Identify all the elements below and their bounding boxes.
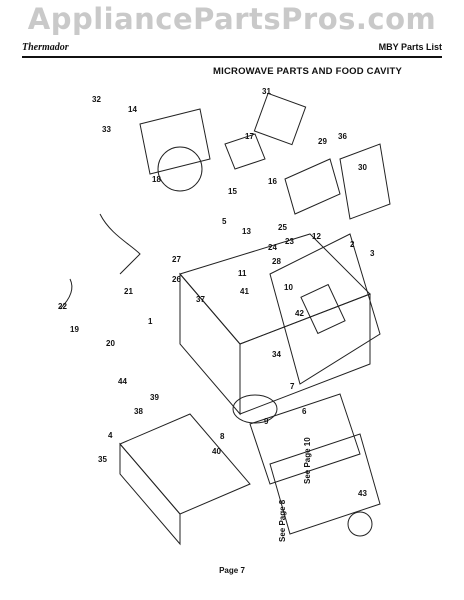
callout-8: 8 [220,432,225,441]
door-frame [249,393,361,485]
callout-38: 38 [134,407,143,416]
callout-41: 41 [240,287,249,296]
callout-20: 20 [106,339,115,348]
callout-31: 31 [262,87,271,96]
callout-4: 4 [108,431,113,440]
callout-40: 40 [212,447,221,456]
callout-17: 17 [245,132,254,141]
callout-22: 22 [58,302,67,311]
callout-36: 36 [338,132,347,141]
outer-case [119,413,251,515]
callout-13: 13 [242,227,251,236]
callout-30: 30 [358,163,367,172]
fan-blade [157,146,203,192]
watermark: AppliancePartsPros.com [27,2,437,36]
callout-5: 5 [222,217,227,226]
callout-2: 2 [350,240,355,249]
capacitor-bracket [339,143,391,220]
see-page-10: See Page 10 [303,437,312,484]
callout-25: 25 [278,223,287,232]
callout-23: 23 [285,237,294,246]
callout-1: 1 [148,317,153,326]
callout-14: 14 [128,105,137,114]
callout-27: 27 [172,255,181,264]
callout-7: 7 [290,382,295,391]
brand-logo: Thermador [22,42,69,53]
see-page-8: See Page 8 [278,499,287,542]
callout-33: 33 [102,125,111,134]
cavity-front [179,272,241,416]
callout-37: 37 [196,295,205,304]
callout-9: 9 [264,417,269,426]
callout-18: 18 [152,175,161,184]
callout-26: 26 [172,275,181,284]
section-title: MICROWAVE PARTS AND FOOD CAVITY [213,66,402,77]
stirrer [224,133,266,170]
parts-list-title: MBY Parts List [378,42,442,52]
callout-24: 24 [268,243,277,252]
callout-32: 32 [92,95,101,104]
control-panel [269,233,381,385]
power-cord [99,213,141,275]
page-header: Thermador MBY Parts List [22,42,442,58]
callout-15: 15 [228,187,237,196]
callout-3: 3 [370,249,375,258]
fan-housing [139,108,211,175]
callout-10: 10 [284,283,293,292]
door [269,433,381,535]
callout-29: 29 [318,137,327,146]
callout-19: 19 [70,325,79,334]
exploded-parts-diagram: 32 33 14 31 17 36 18 15 16 30 2 13 3 27 … [58,87,391,546]
callout-11: 11 [238,269,247,278]
callout-39: 39 [150,393,159,402]
callout-44: 44 [118,377,127,386]
callout-28: 28 [272,257,281,266]
callout-42: 42 [295,309,304,318]
callout-21: 21 [124,287,133,296]
tray [347,511,373,537]
callout-6: 6 [302,407,307,416]
callout-35: 35 [98,455,107,464]
callout-34: 34 [272,350,281,359]
transformer [284,158,341,215]
callout-labels: 32 33 14 31 17 36 18 15 16 30 2 13 3 27 … [58,87,375,542]
callout-16: 16 [268,177,277,186]
turntable [232,394,278,424]
header-rule [22,56,442,58]
callout-12: 12 [312,232,321,241]
page-number: Page 7 [219,566,245,575]
magnetron [253,92,307,146]
callout-43: 43 [358,489,367,498]
